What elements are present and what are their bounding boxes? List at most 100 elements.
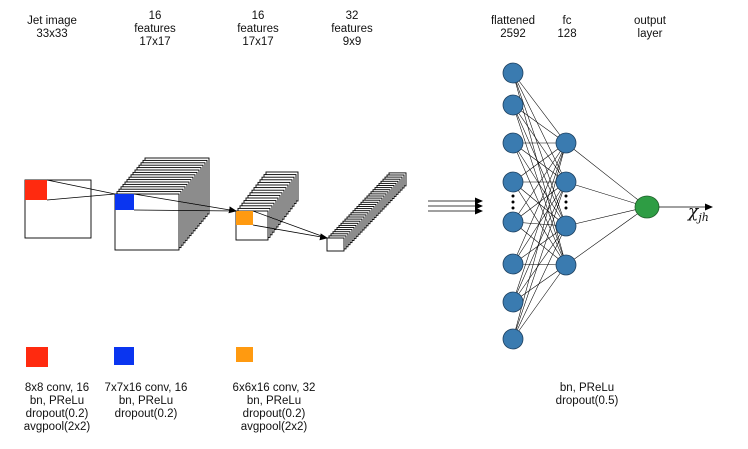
flattened-ellipsis-dot-2 — [511, 200, 515, 204]
dense-note-line-2: dropout(0.5) — [556, 395, 619, 407]
edge-3-3 — [512, 142, 567, 227]
column-header-4-line-3: 9x9 — [343, 36, 362, 48]
fc-ellipsis-dot-3 — [564, 206, 568, 210]
output-symbol-base: χ — [687, 202, 700, 222]
stack-3-layer-1 — [326, 237, 345, 252]
legend-swatch-1 — [26, 347, 48, 367]
edge-2-1 — [512, 104, 567, 144]
flattened-ellipsis-dot-1 — [511, 194, 515, 198]
flattened-neuron-5 — [502, 211, 524, 233]
edge-fc-2-output — [565, 181, 648, 209]
flattened-neuron-1 — [502, 62, 524, 84]
receptive-field-lines — [46, 179, 328, 241]
legend-text-2-line-1: 7x7x16 conv, 16 — [105, 382, 188, 394]
edge-7-3 — [512, 225, 567, 303]
fc-neuron-4 — [555, 254, 577, 276]
column-header-2-line-1: 16 — [149, 10, 162, 22]
output-symbol-subscript: jh — [695, 211, 709, 224]
edge-5-4 — [512, 221, 567, 266]
column-header-1-line-1: Jet image — [27, 15, 77, 27]
fc-neuron-3 — [555, 215, 577, 237]
legend-text-3-line-3: dropout(0.2) — [243, 408, 306, 420]
fc-neuron-1 — [555, 132, 577, 154]
legend-swatch-2 — [114, 347, 134, 365]
edge-8-2 — [512, 181, 567, 340]
filter-2-patch — [115, 194, 134, 210]
edge-5-2 — [512, 181, 567, 223]
column-header-3-line-1: 16 — [252, 10, 265, 22]
edge-7-4 — [512, 264, 567, 303]
flattened-neuron-7 — [502, 291, 524, 313]
edge-7-1 — [512, 142, 567, 303]
feature-map-stack-3 — [326, 172, 407, 252]
ellipsis-dots — [511, 194, 568, 210]
edge-8-3 — [512, 225, 567, 340]
column-header-4-line-2: features — [331, 23, 373, 35]
flattened-neuron-2 — [502, 94, 524, 116]
column-header-2-line-2: features — [134, 23, 176, 35]
edge-6-1 — [512, 142, 567, 265]
column-header-6-line-1: fc — [563, 15, 572, 27]
edge-8-4 — [512, 264, 567, 340]
link-filter-3-top — [252, 224, 328, 241]
filter-1-patch — [25, 180, 47, 200]
column-header-3-line-2: features — [237, 23, 279, 35]
edge-fc-4-output — [565, 206, 648, 266]
link-filter-2-bottom — [133, 209, 237, 212]
edge-6-3 — [512, 225, 567, 265]
output-neuron — [634, 195, 660, 219]
output-symbol-chi-jh: χjh — [687, 202, 709, 224]
edge-4-1 — [512, 142, 567, 183]
legend-text-1-line-2: bn, PReLu — [30, 395, 84, 407]
column-header-5-line-2: 2592 — [500, 28, 526, 40]
legend-text-3-line-2: bn, PReLu — [247, 395, 301, 407]
feature-map-stack-1 — [114, 157, 210, 251]
edge-1-3 — [512, 72, 567, 227]
link-filter-1-bottom — [46, 193, 116, 201]
flattened-ellipsis-dot-3 — [511, 206, 515, 210]
flattened-neuron-6 — [502, 253, 524, 275]
dense-connections — [512, 72, 648, 340]
legend-text-1-line-3: dropout(0.2) — [26, 408, 89, 420]
link-filter-1-top — [46, 179, 116, 195]
dense-network-nodes — [502, 62, 660, 350]
column-header-2-line-3: 17x17 — [139, 36, 170, 48]
legend-text-1-line-4: avgpool(2x2) — [24, 421, 91, 433]
jet-image-stage — [24, 179, 92, 239]
column-header-3-line-3: 17x17 — [242, 36, 273, 48]
link-filter-2-top — [133, 193, 237, 214]
link-filter-3-bottom — [252, 210, 328, 239]
edge-fc-3-output — [565, 205, 648, 227]
column-header-5-line-1: flattened — [491, 15, 535, 27]
edge-2-3 — [512, 104, 567, 227]
edge-5-1 — [512, 142, 567, 223]
legend-text-2-line-2: bn, PReLu — [119, 395, 173, 407]
column-header-6-line-2: 128 — [557, 28, 576, 40]
fc-ellipsis-dot-2 — [564, 200, 568, 204]
legend-text-3-line-1: 6x6x16 conv, 32 — [233, 382, 316, 394]
column-header-7-line-1: output — [634, 15, 667, 27]
filter-3-patch — [236, 211, 253, 225]
column-header-1-line-2: 33x33 — [36, 28, 67, 40]
flattened-neuron-8 — [502, 328, 524, 350]
edge-1-1 — [512, 72, 567, 144]
fc-ellipsis-dot-1 — [564, 194, 568, 198]
legend-text-3-line-4: avgpool(2x2) — [241, 421, 308, 433]
edge-fc-1-output — [565, 142, 648, 208]
column-header-7-line-2: layer — [638, 28, 663, 40]
flattened-neuron-3 — [502, 132, 524, 154]
